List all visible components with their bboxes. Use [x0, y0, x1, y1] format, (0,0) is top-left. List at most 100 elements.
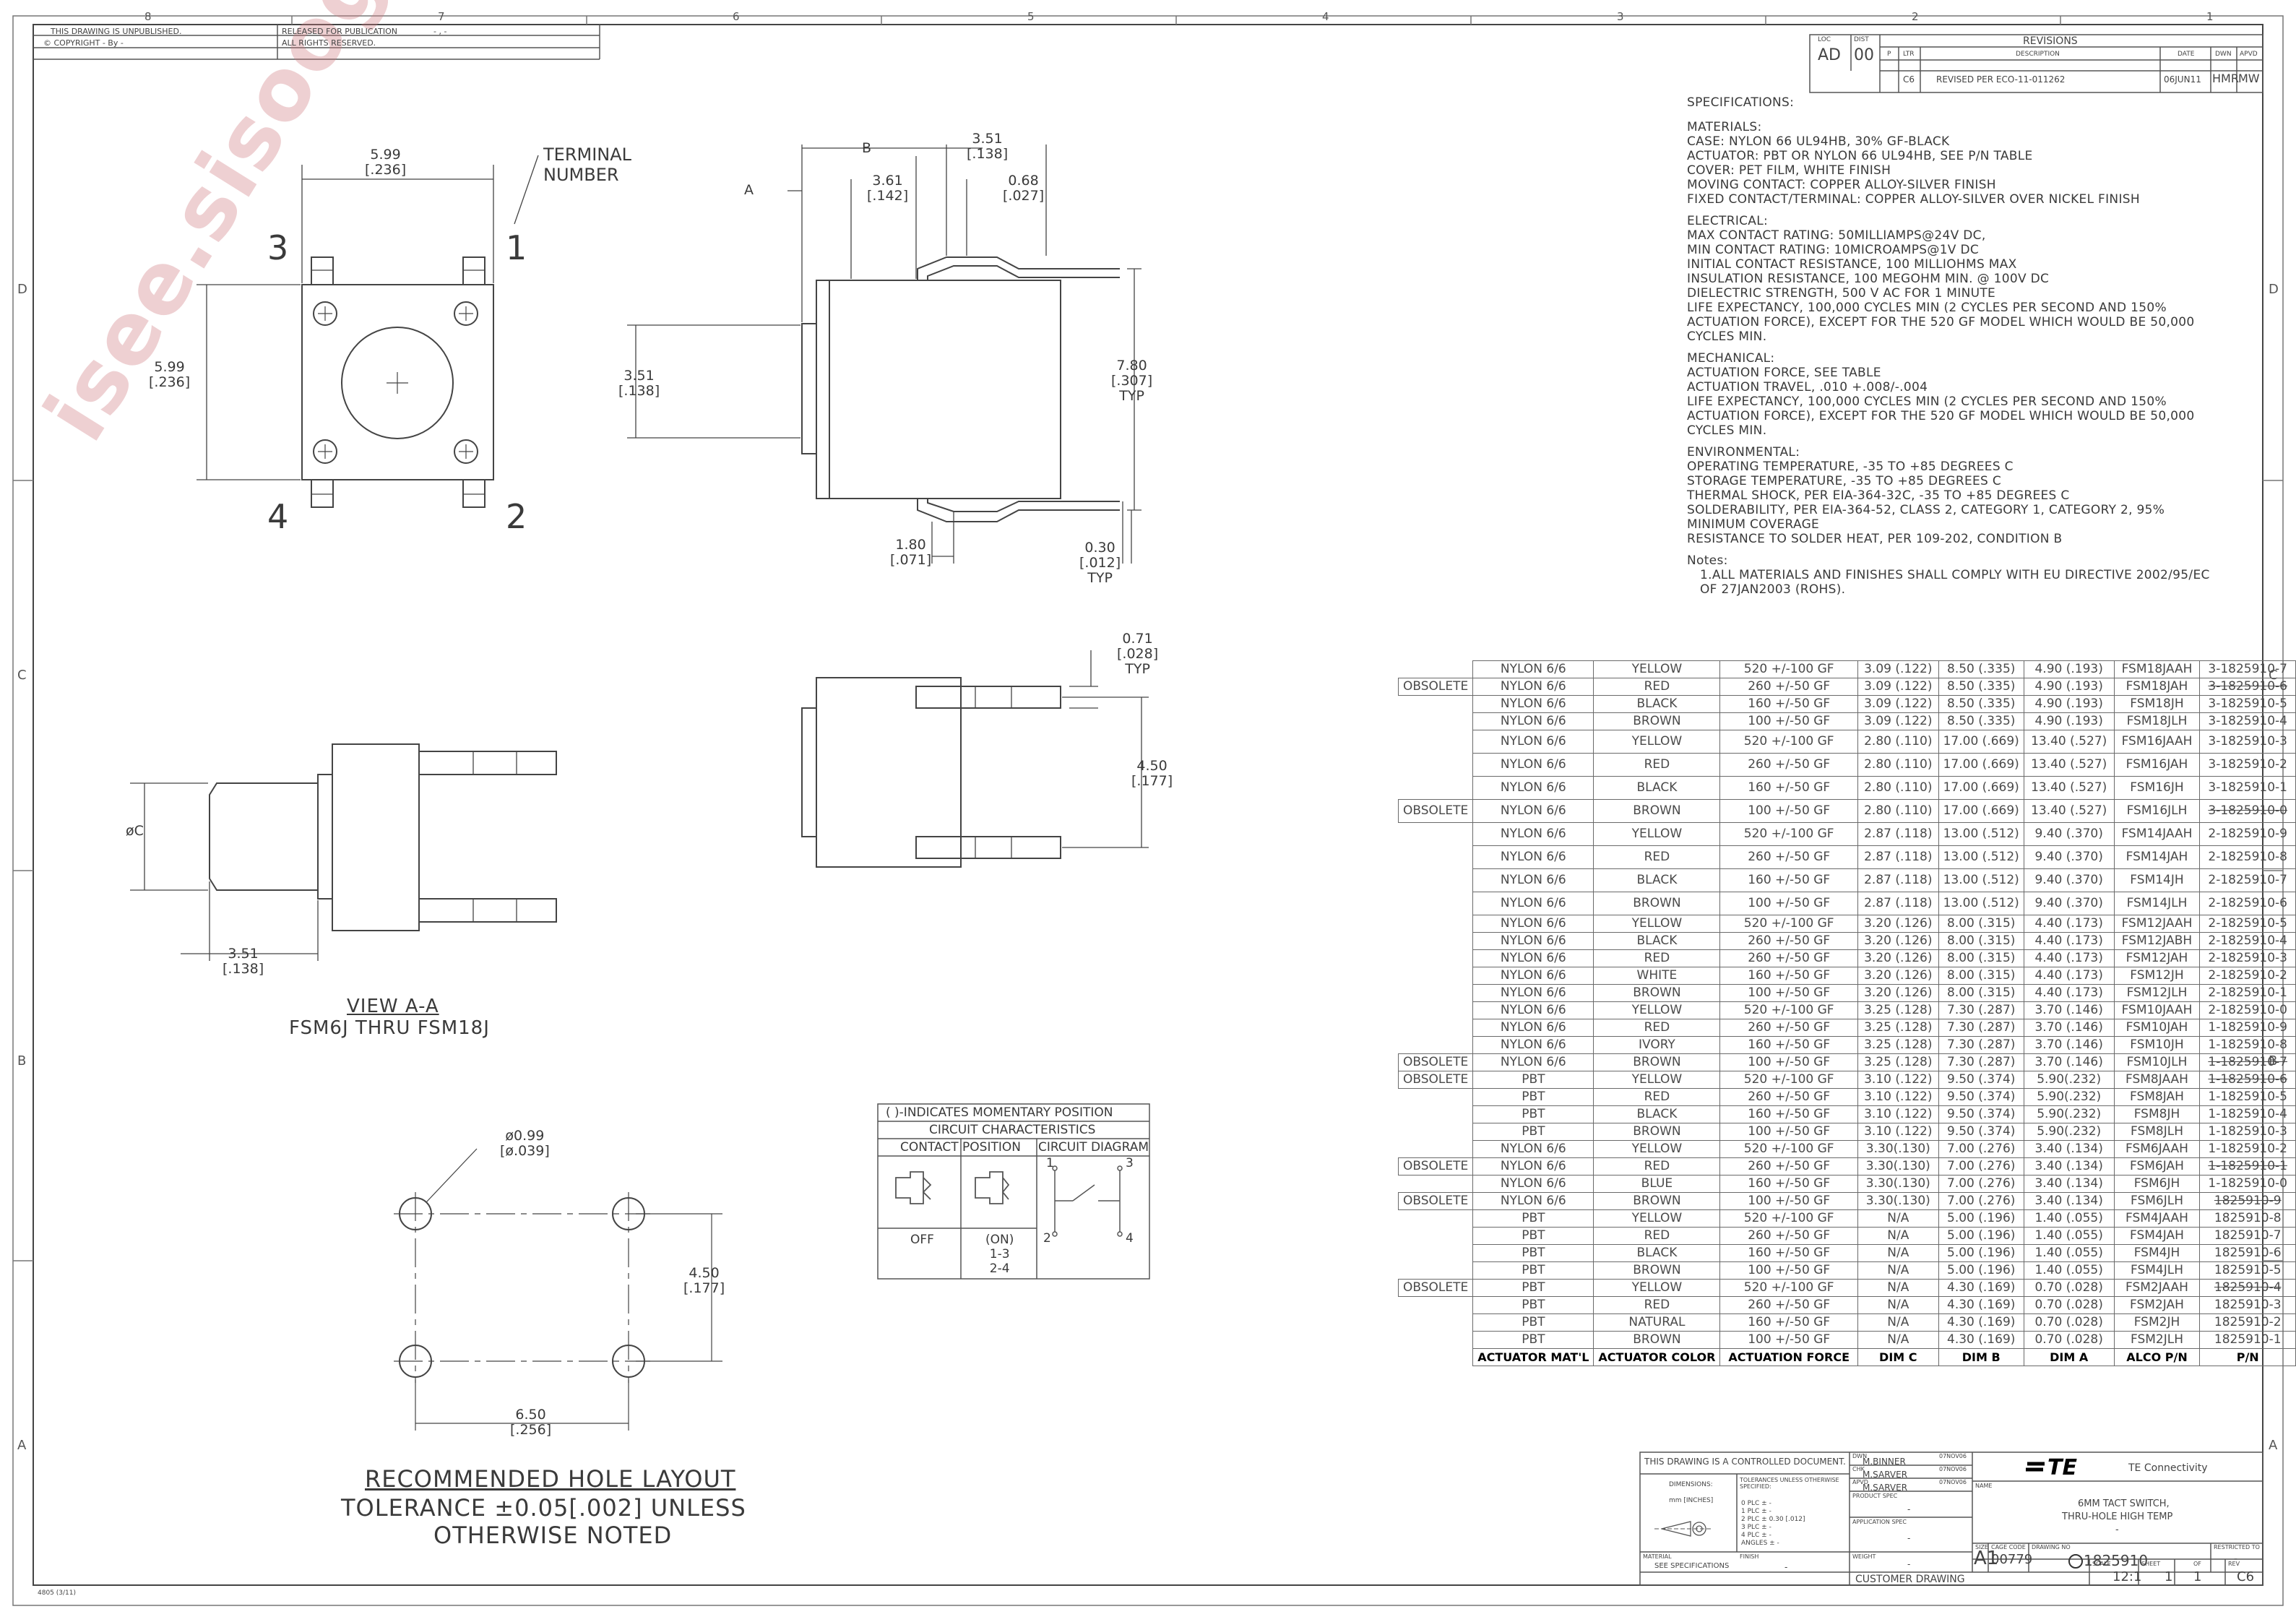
dim-c-cell: 3.09 (.122) — [1857, 712, 1939, 730]
alco-pn-cell: FSM10JLH — [2113, 1053, 2201, 1071]
alco-pn-cell: FSM6JAAH — [2113, 1140, 2201, 1158]
spec-line: ELECTRICAL: — [1687, 214, 1769, 228]
part-number-cell: 1825910-4 — [2199, 1279, 2296, 1297]
dim-b-cell: 7.30 (.287) — [1938, 1036, 2024, 1054]
force-cell: 260 +/-50 GF — [1719, 1088, 1858, 1106]
hole-d450: 4.50[.177] — [683, 1265, 725, 1296]
circuit-pin-4: 4 — [1126, 1231, 1134, 1246]
dim-c-cell: 3.09 (.122) — [1857, 678, 1939, 696]
alco-pn-cell: FSM4JAAH — [2113, 1209, 2201, 1228]
spec-line: DIELECTRIC STRENGTH, 500 V AC FOR 1 MINU… — [1687, 286, 1996, 301]
rev-desc-label: DESCRIPTION — [2016, 51, 2060, 58]
material-cell: NYLON 6/6 — [1472, 822, 1594, 846]
dim-c-cell: N/A — [1857, 1279, 1939, 1297]
dim-b-cell: 8.50 (.335) — [1938, 712, 2024, 730]
force-cell: 520 +/-100 GF — [1719, 660, 1858, 678]
dim-a-cell: 3.70 (.146) — [2023, 1036, 2115, 1054]
released-note: RELEASED FOR PUBLICATION — [282, 27, 398, 36]
alco-pn-cell: FSM10JAH — [2113, 1019, 2201, 1037]
alco-pn-cell: FSM12JLH — [2113, 984, 2201, 1002]
alco-pn-cell: FSM2JAH — [2113, 1296, 2201, 1314]
te-logo-text: TE — [2047, 1455, 2077, 1480]
tb-tol-5: ANGLES ± - — [1741, 1540, 1779, 1547]
color-cell: BROWN — [1593, 892, 1721, 915]
force-cell: 160 +/-50 GF — [1719, 1175, 1858, 1193]
circuit-table — [877, 1103, 1150, 1280]
obsolete-cell — [1399, 933, 1473, 950]
unpublished-note: THIS DRAWING IS UNPUBLISHED. — [51, 27, 182, 36]
alco-pn-cell: FSM16JAAH — [2113, 730, 2201, 754]
tb-name-label: NAME — [1975, 1483, 1993, 1489]
material-cell: NYLON 6/6 — [1472, 967, 1594, 985]
tb-cage: 00779 — [1991, 1552, 2033, 1567]
dim-b-cell: 8.50 (.335) — [1938, 660, 2024, 678]
spec-line: ENVIRONMENTAL: — [1687, 445, 1800, 460]
circuit-pin-2: 2 — [1043, 1231, 1051, 1246]
rev-apvd-label: APVD — [2240, 51, 2258, 58]
dim-a-cell: 4.40 (.173) — [2023, 932, 2115, 950]
color-cell: YELLOW — [1593, 1001, 1721, 1019]
rev-apvd: MW — [2238, 72, 2260, 85]
dim-a-cell: 3.40 (.134) — [2023, 1157, 2115, 1175]
tb-chk-label: CHK — [1852, 1466, 1865, 1472]
dim-b-cell: 7.30 (.287) — [1938, 1019, 2024, 1037]
color-cell: YELLOW — [1593, 730, 1721, 754]
material-cell: NYLON 6/6 — [1472, 915, 1594, 933]
zone-top-2: 2 — [1912, 10, 1919, 23]
dim-b-cell: 8.00 (.315) — [1938, 984, 2024, 1002]
dim-b-cell: 7.30 (.287) — [1938, 1053, 2024, 1071]
color-cell: YELLOW — [1593, 915, 1721, 933]
part-number-cell: 2-1825910-2 — [2199, 967, 2296, 985]
sv-d068: 0.68[.027] — [1003, 173, 1045, 204]
dim-c-cell: 3.20 (.126) — [1857, 915, 1939, 933]
header-spacer — [1399, 1349, 1473, 1366]
alco-pn-cell: FSM8JLH — [2113, 1123, 2201, 1141]
tb-of-val: 1 — [2193, 1569, 2202, 1584]
tb-restricted-label: RESTRICTED TO — [2214, 1544, 2260, 1550]
part-number-cell: 3-1825910-6 — [2199, 678, 2296, 696]
alco-pn-cell: FSM14JLH — [2113, 892, 2201, 915]
force-cell: 160 +/-50 GF — [1719, 868, 1858, 892]
force-cell: 260 +/-50 GF — [1719, 1227, 1858, 1245]
material-cell: PBT — [1472, 1279, 1594, 1297]
tb-finish-label: FINISH — [1740, 1553, 1759, 1560]
dim-c-cell: 3.10 (.122) — [1857, 1123, 1939, 1141]
dim-b-cell: 9.50 (.374) — [1938, 1088, 2024, 1106]
dim-c-cell: 3.30(.130) — [1857, 1192, 1939, 1210]
part-number-cell: 2-1825910-8 — [2199, 845, 2296, 869]
force-cell: 260 +/-50 GF — [1719, 753, 1858, 777]
obsolete-cell: OBSOLETE — [1397, 1157, 1474, 1175]
alco-pn-cell: FSM12JABH — [2113, 932, 2201, 950]
color-cell: YELLOW — [1593, 660, 1721, 678]
color-cell: BROWN — [1593, 1123, 1721, 1141]
obsolete-cell — [1399, 1106, 1473, 1123]
material-cell: PBT — [1472, 1088, 1594, 1106]
alco-pn-cell: FSM2JH — [2113, 1313, 2201, 1332]
dim-b-cell: 9.50 (.374) — [1938, 1123, 2024, 1141]
rev-dist: 00 — [1854, 46, 1874, 64]
zone-left-a: A — [17, 1438, 27, 1453]
note-line: OF 27JAN2003 (ROHS). — [1700, 582, 1846, 597]
tb-tol-0: 0 PLC ± - — [1741, 1500, 1771, 1507]
color-cell: RED — [1593, 845, 1721, 869]
zone-right-d: D — [2269, 282, 2279, 297]
dim-c-cell: 3.20 (.126) — [1857, 967, 1939, 985]
color-cell: BROWN — [1593, 1261, 1721, 1280]
dim-b-cell: 17.00 (.669) — [1938, 730, 2024, 754]
force-cell: 520 +/-100 GF — [1719, 730, 1858, 754]
alco-pn-cell: FSM18JLH — [2113, 712, 2201, 730]
material-cell: NYLON 6/6 — [1472, 892, 1594, 915]
